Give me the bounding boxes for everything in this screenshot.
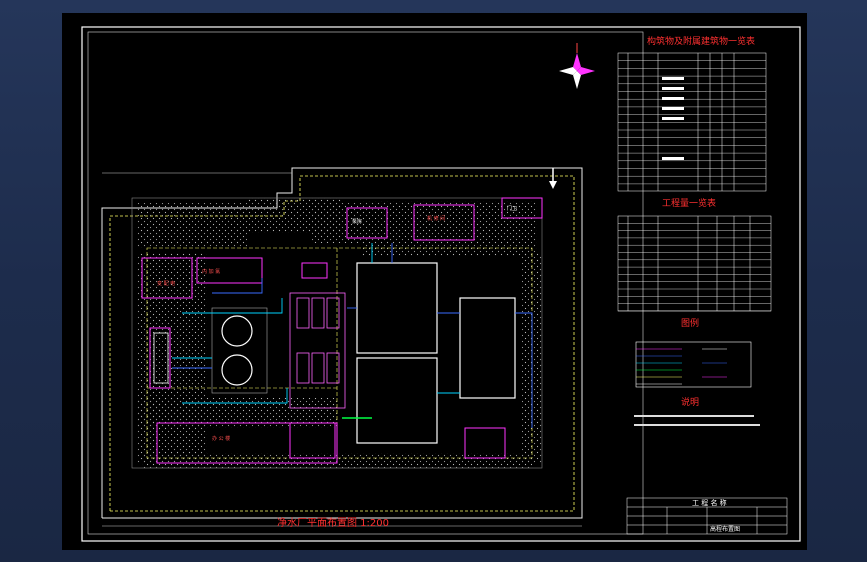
quantity-table-title: 工程量一览表 (662, 197, 716, 209)
quantity-table (617, 215, 772, 312)
title-block (626, 497, 788, 535)
filters (153, 292, 346, 409)
title-block-header: 工 程 名 称 (692, 498, 727, 507)
north-arrow-icon (559, 43, 595, 89)
svg-text:变 配 电: 变 配 电 (157, 280, 175, 287)
title-block-drawing-name: 高程布置图 (710, 525, 740, 533)
buildings (141, 197, 543, 464)
svg-text:办 公 楼: 办 公 楼 (212, 435, 230, 442)
legend-box (635, 341, 752, 388)
building-labels: 内 加 氯 办 公 楼 机 修 间 变 配 电 泵房 门卫 (157, 205, 517, 442)
entrance-arrow-icon (549, 181, 557, 189)
pipelines (172, 243, 533, 428)
cad-drawing-canvas[interactable]: 内 加 氯 办 公 楼 机 修 间 变 配 电 泵房 门卫 净水厂平面布置图 1… (62, 13, 807, 550)
outer-frame (81, 26, 801, 542)
svg-text:机 修 间: 机 修 间 (427, 215, 445, 222)
drawing-title: 净水厂平面布置图 1:200 (277, 516, 389, 529)
building-table-title: 构筑物及附属建筑物一览表 (647, 35, 755, 47)
svg-text:内 加 氯: 内 加 氯 (202, 268, 220, 275)
inner-frame (87, 31, 644, 535)
legend-title: 图例 (681, 317, 699, 329)
svg-text:泵房: 泵房 (352, 218, 362, 225)
building-table (617, 52, 767, 192)
notes-lines (634, 415, 760, 426)
building-table-fill (662, 77, 684, 160)
notes-title: 说明 (681, 396, 699, 408)
svg-text:门卫: 门卫 (507, 205, 517, 212)
